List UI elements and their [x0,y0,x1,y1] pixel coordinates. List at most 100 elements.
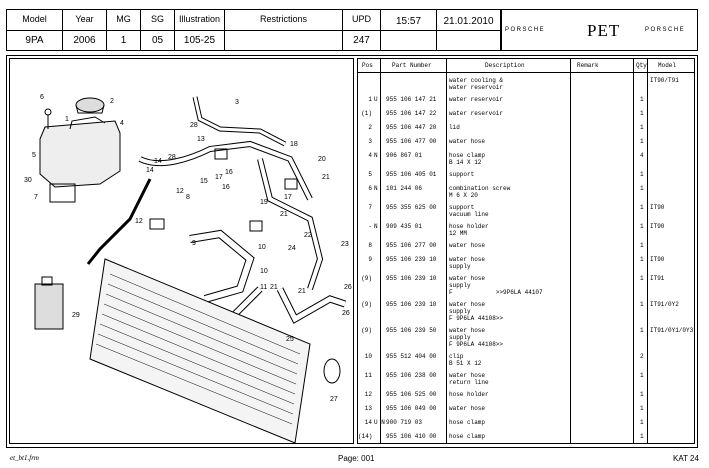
row-description: water hose [449,138,486,145]
row-qty: 1 [640,405,644,412]
svg-text:14: 14 [146,167,154,174]
brand-right: PORSCHE [641,10,697,50]
svg-text:28: 28 [190,122,198,129]
row-qty: 2 [640,353,644,360]
row-model: IT90 [650,223,665,230]
row-part-number: 906 867 01 [386,152,423,159]
row-part-number: 955 106 239 10 [386,256,437,263]
row-pos: 8 [368,242,372,249]
row-description-line3: F 9P6LA 44108>> [449,341,504,348]
row-pos: 12 [364,391,372,398]
row-description-line2: supply [449,308,471,315]
svg-text:13: 13 [197,136,205,143]
row-qty: 1 [640,223,644,230]
row-description: water hose [449,405,486,412]
row-part-number: 955 106 525 00 [386,391,437,398]
row-description: water reservoir [449,96,504,103]
svg-text:19: 19 [260,199,268,206]
date-value: 21.01.2010 [443,16,494,27]
row-description: hose holder [449,391,489,398]
row-pos: (9) [361,301,372,308]
svg-text:15: 15 [200,178,208,185]
svg-text:10: 10 [260,268,268,275]
sg-value: 05 [151,35,164,46]
row-description: water hose [449,372,486,379]
svg-text:21: 21 [322,174,330,181]
row-description-line2: return line [449,379,489,386]
col-part-number: Part Number [392,62,432,69]
svg-text:27: 27 [330,396,338,403]
row-pos: 5 [368,171,372,178]
row-pos: 11 [364,372,372,379]
svg-text:23: 23 [341,241,349,248]
svg-text:12: 12 [176,188,184,195]
col-model: Model [658,62,677,69]
year-label: Year [75,14,94,24]
row-qty: 1 [640,256,644,263]
row-model: IT91/0Y1/0Y3 [650,327,694,334]
row-part-number: 955 106 238 00 [386,372,437,379]
row-description-line3: F 9P6LA 44108>> [449,315,504,322]
row-qty: 1 [640,433,644,440]
svg-text:21: 21 [280,211,288,218]
footer-filename: et_bt1.frm [10,454,39,462]
svg-text:24: 24 [288,245,296,252]
svg-text:18: 18 [290,141,298,148]
row-qty: 1 [640,171,644,178]
row-part-number: 909 435 01 [386,223,423,230]
row-part-number: 955 106 239 50 [386,327,437,334]
row-pos: (1) [361,110,372,117]
row-qty: 1 [640,327,644,334]
row-qty: 1 [640,138,644,145]
row-model: IT91/0Y2 [650,301,679,308]
row-qty: 1 [640,275,644,282]
mg-value: 1 [120,35,127,46]
row-pos: 14 [364,419,372,426]
col-pos: Pos [362,62,373,69]
row-description: water reservoir [449,110,504,117]
row-description-line2: 12 MM [449,230,468,237]
row-description: hose clamp [449,419,486,426]
row-description: water hose [449,275,486,282]
svg-text:3: 3 [235,99,239,106]
row-description-line2: B 51 X 12 [449,360,482,367]
porsche-logo-left: PORSCHE [505,27,546,33]
svg-text:11: 11 [260,284,267,291]
row-description: clip [449,353,464,360]
illustration-label: Illustration [178,14,221,24]
sg-label: SG [150,14,164,24]
row-description: water hose [449,256,486,263]
row-pos: (9) [361,327,372,334]
row-part-number: 955 106 477 00 [386,138,437,145]
row-description-line2: B 14 X 12 [449,159,482,166]
row-flag: U N [374,419,385,426]
app-name-cell: PET [561,10,641,50]
row-pos: 1 [368,96,372,103]
svg-text:25: 25 [286,336,294,343]
row-part-number: 955 106 049 00 [386,405,437,412]
